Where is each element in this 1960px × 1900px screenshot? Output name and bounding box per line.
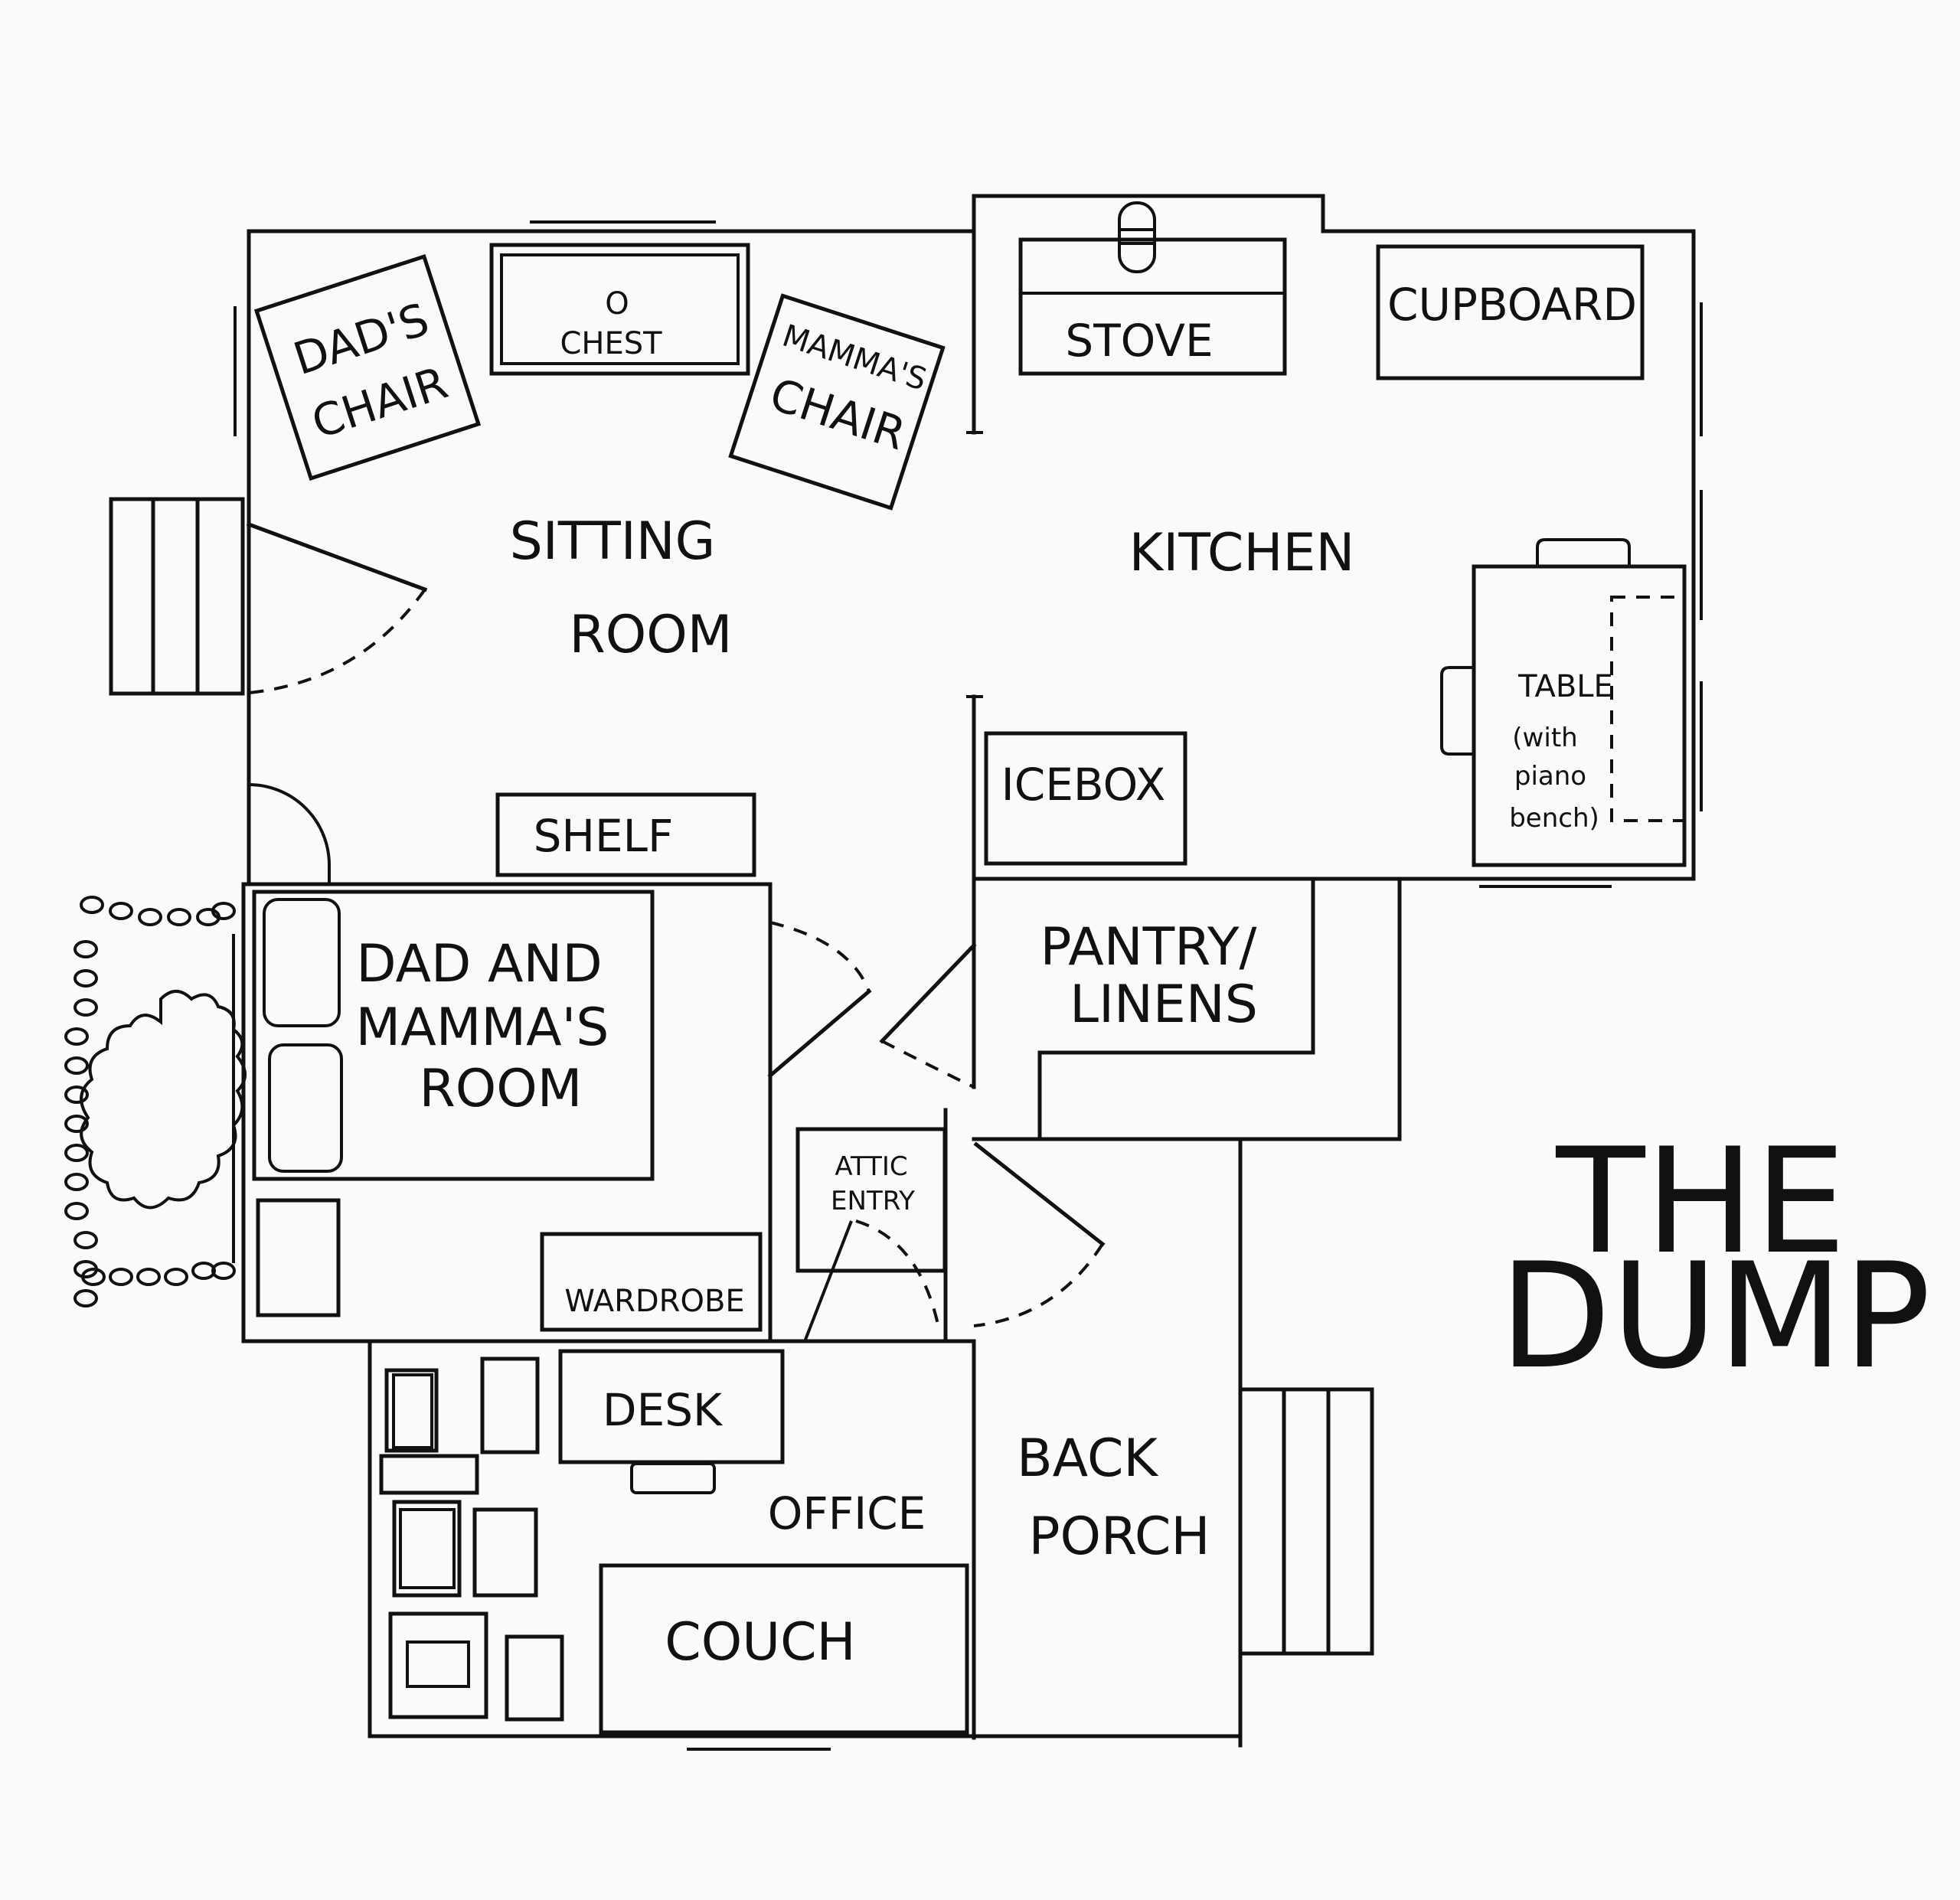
- desk-label: DESK: [603, 1384, 724, 1436]
- chest: [489, 243, 750, 376]
- stepping-stone: [167, 908, 191, 926]
- bedroom-label-1: DAD AND: [356, 934, 602, 994]
- back-steps: [1238, 1387, 1374, 1656]
- pantry-label-1: PANTRY/: [1040, 917, 1257, 978]
- stepping-stone: [74, 969, 98, 988]
- table-note-3: bench): [1509, 803, 1599, 834]
- stove: [1018, 237, 1287, 376]
- box: [379, 1454, 479, 1495]
- stepping-stone: [64, 1085, 89, 1104]
- sitting-room-label-2: ROOM: [570, 605, 733, 665]
- stepping-stone: [191, 1262, 216, 1280]
- stepping-stone: [211, 902, 236, 920]
- doors: [246, 521, 1106, 1327]
- wardrobe: [540, 1232, 763, 1332]
- table-note-1: (with: [1512, 723, 1577, 753]
- stepping-stone: [64, 1202, 89, 1220]
- table-chair-left: [1440, 666, 1474, 756]
- sitting-room-label-1: SITTING: [510, 511, 716, 572]
- chest-label: CHEST: [560, 326, 662, 361]
- stepping-stone: [64, 1027, 89, 1046]
- icebox-label: ICEBOX: [1001, 759, 1166, 811]
- box: [384, 1368, 439, 1453]
- stepping-stone: [74, 1231, 98, 1249]
- table-note-2: piano: [1514, 761, 1586, 792]
- table-label: TABLE: [1517, 669, 1613, 704]
- pantry-label-2: LINENS: [1070, 974, 1258, 1035]
- stepping-stone: [81, 1268, 106, 1286]
- kitchen-label: KITCHEN: [1129, 523, 1355, 583]
- box: [388, 1611, 488, 1719]
- stepping-stone: [64, 1115, 89, 1133]
- shelf-label: SHELF: [534, 810, 674, 862]
- stepping-stone: [74, 1289, 98, 1307]
- room-labels: SITTING ROOM KITCHEN DAD AND MAMMA'S ROO…: [356, 511, 1355, 1567]
- attic-label-1: ATTIC: [835, 1151, 907, 1182]
- pillow: [268, 1043, 343, 1173]
- chest-mark: O: [605, 286, 629, 322]
- stepping-stone: [109, 1268, 133, 1286]
- furniture: [252, 201, 1687, 1735]
- garden-bed: [64, 896, 247, 1307]
- couch-label: COUCH: [665, 1612, 855, 1673]
- stepping-stone: [64, 1056, 89, 1075]
- bedroom-label-3: ROOM: [420, 1059, 583, 1119]
- stove-label: STOVE: [1065, 315, 1213, 367]
- cupboard-label: CUPBOARD: [1387, 279, 1637, 331]
- box: [505, 1634, 564, 1722]
- office-label: OFFICE: [768, 1487, 926, 1539]
- stepping-stone: [211, 1262, 236, 1280]
- piano-bench: [1610, 596, 1686, 822]
- windows: [232, 220, 1703, 1751]
- stepping-stone: [80, 896, 104, 914]
- attic-entry: [795, 1127, 947, 1273]
- mammas-chair: [728, 293, 946, 511]
- bed: [252, 890, 655, 1181]
- stepping-stone: [74, 998, 98, 1017]
- dads-chair: [253, 253, 482, 482]
- stepping-stone: [109, 902, 133, 920]
- desk-chair: [630, 1462, 716, 1494]
- icebox: [984, 731, 1187, 866]
- box: [480, 1356, 540, 1454]
- title-line-2: DUMP: [1499, 1232, 1931, 1401]
- front-steps: [109, 497, 245, 696]
- box: [472, 1507, 538, 1598]
- stepping-stone: [64, 1173, 89, 1191]
- stepping-stone: [74, 940, 98, 958]
- shelf: [495, 792, 756, 877]
- pillow: [263, 898, 341, 1027]
- attic-label-2: ENTRY: [831, 1186, 915, 1216]
- kitchen-table: [1472, 564, 1687, 867]
- stepping-stone: [64, 1144, 89, 1162]
- back-porch-label-1: BACK: [1017, 1428, 1159, 1489]
- wardrobe-label: WARDROBE: [564, 1284, 744, 1319]
- cupboard: [1376, 244, 1645, 380]
- stepping-stone: [138, 908, 162, 926]
- table-chair-top: [1536, 538, 1631, 566]
- plan-title: THE DUMP: [1499, 1117, 1931, 1401]
- nightstand: [256, 1198, 341, 1317]
- furniture-labels: DAD'S CHAIR O CHEST MAMMA'S CHAIR STOVE …: [287, 279, 1637, 1673]
- stepping-stone: [136, 1268, 161, 1286]
- box: [392, 1500, 462, 1598]
- stovepipe: [1118, 201, 1156, 273]
- couch: [599, 1563, 969, 1735]
- stepping-stone: [164, 1268, 188, 1286]
- title-line-1: THE: [1556, 1117, 1847, 1286]
- bedroom-label-2: MAMMA'S: [356, 997, 609, 1058]
- back-porch-label-2: PORCH: [1028, 1507, 1210, 1567]
